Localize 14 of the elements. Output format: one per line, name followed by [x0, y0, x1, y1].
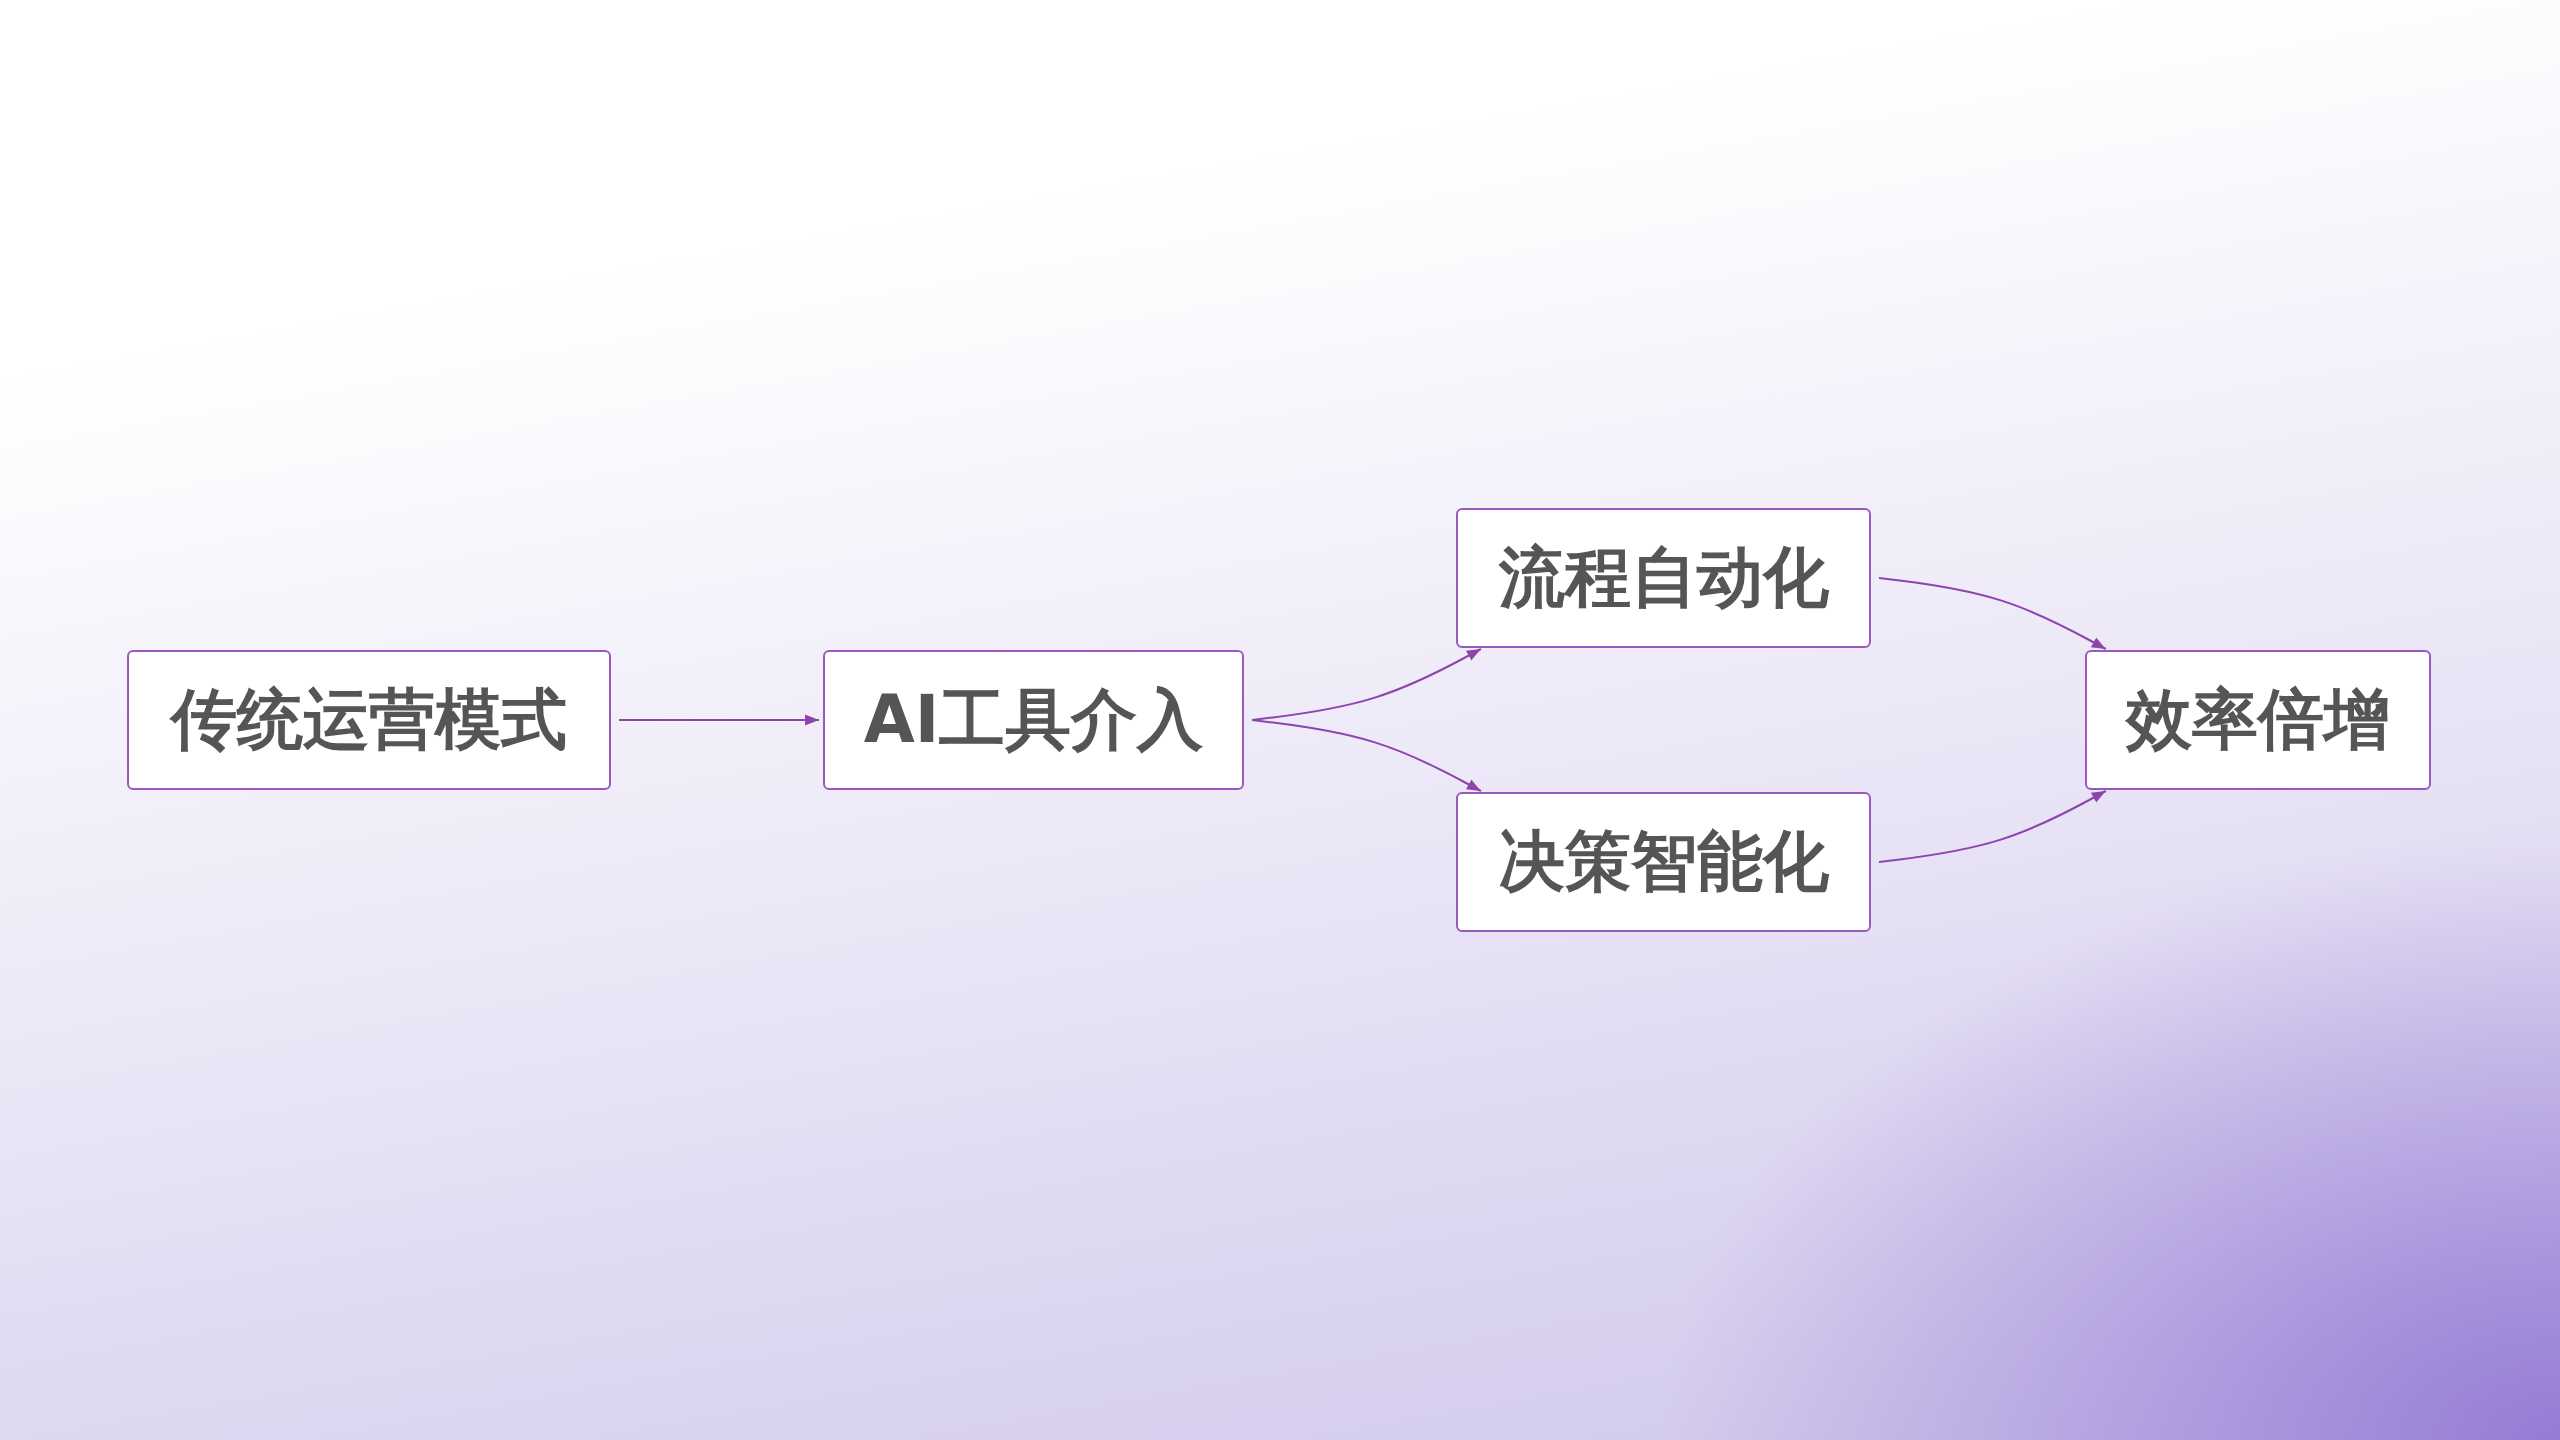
process-box	[823, 650, 1244, 790]
node-label: AI工具介入	[863, 680, 1204, 760]
arrow	[1251, 719, 1482, 792]
node-label: 流程自动化	[1498, 538, 1829, 618]
arrow	[618, 714, 820, 726]
process-box	[2085, 650, 2431, 790]
arrow	[1878, 790, 2107, 863]
node-label: 效率倍增	[2126, 680, 2390, 760]
node-label: 决策智能化	[1498, 822, 1829, 902]
process-box	[1456, 508, 1871, 648]
process-box	[1456, 792, 1871, 932]
node-label: 传统运营模式	[171, 680, 567, 760]
process-box	[127, 650, 611, 790]
arrow	[1878, 577, 2107, 650]
